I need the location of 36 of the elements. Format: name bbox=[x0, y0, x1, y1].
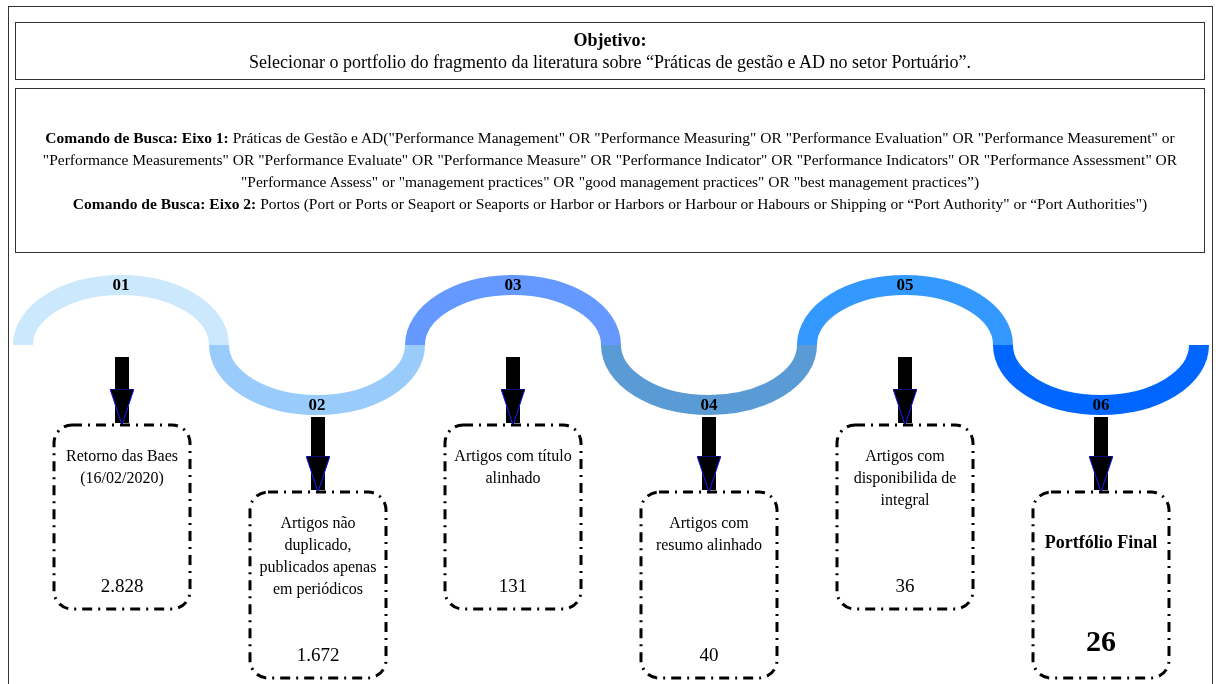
search-query-text: Comando de Busca: Eixo 1: Práticas de Gestão e AD("Performance Management" OR "Performance Measuring" OR "Performance Evaluation" OR "Performance Measurement" or "Performance Measurements" OR "Performance Evaluate" OR "Performance Measure" OR "Performance Indicator" OR "Performance Indicators" OR "Performance Assessment" OR "Performance Assess" or "management practices" OR "good management practices" OR "best management practices”) bbox=[41, 127, 1179, 192]
search-query-text: Comando de Busca: Eixo 2: Portos (Port or Ports or Seaport or Seaports or Harbor or Harbors or Harbour or Habours or Shipping or “Port Authority" or “Port Authorities") bbox=[71, 193, 1149, 214]
step-number: 06 bbox=[1091, 395, 1111, 415]
step-box bbox=[443, 423, 583, 611]
step-number: 02 bbox=[307, 395, 327, 415]
step-count: 1.672 bbox=[296, 644, 340, 666]
block-arrow bbox=[696, 417, 722, 493]
step-description: Artigos com resumo alinhado bbox=[654, 513, 764, 555]
step-number: 05 bbox=[895, 275, 915, 295]
step-number: 01 bbox=[111, 275, 131, 295]
step-box bbox=[1031, 490, 1171, 680]
step-description: Portfólio Final bbox=[1044, 531, 1158, 554]
block-arrow bbox=[109, 357, 135, 426]
step-description: Artigos não duplicado, publicados apenas em periódicos bbox=[258, 513, 378, 600]
step-box bbox=[248, 490, 388, 680]
block-arrow bbox=[892, 357, 918, 426]
step-box bbox=[639, 490, 779, 680]
block-arrow bbox=[1088, 417, 1114, 493]
step-count: 131 bbox=[498, 575, 528, 597]
step-count: 40 bbox=[699, 644, 719, 666]
step-box bbox=[835, 423, 975, 611]
block-arrow bbox=[305, 417, 331, 493]
objective-text: Selecionar o portfolio do fragmento da literatura sobre “Práticas de gestão e AD no setor Portuário”. bbox=[248, 51, 972, 73]
step-description: Retorno das Baes (16/02/2020) bbox=[65, 446, 179, 489]
search-query-box bbox=[15, 88, 1205, 253]
step-description: Artigos com título alinhado bbox=[453, 446, 573, 488]
block-arrow bbox=[500, 357, 526, 426]
step-box bbox=[52, 423, 192, 611]
step-number: 03 bbox=[503, 275, 523, 295]
step-number: 04 bbox=[699, 395, 719, 415]
step-count: 36 bbox=[895, 575, 915, 597]
objective-box bbox=[15, 22, 1205, 80]
step-count: 2.828 bbox=[100, 575, 144, 597]
step-count: 26 bbox=[1086, 624, 1116, 658]
step-description: Artigos com disponibilida de integral bbox=[852, 446, 958, 511]
objective-heading: Objetivo: bbox=[572, 29, 648, 51]
